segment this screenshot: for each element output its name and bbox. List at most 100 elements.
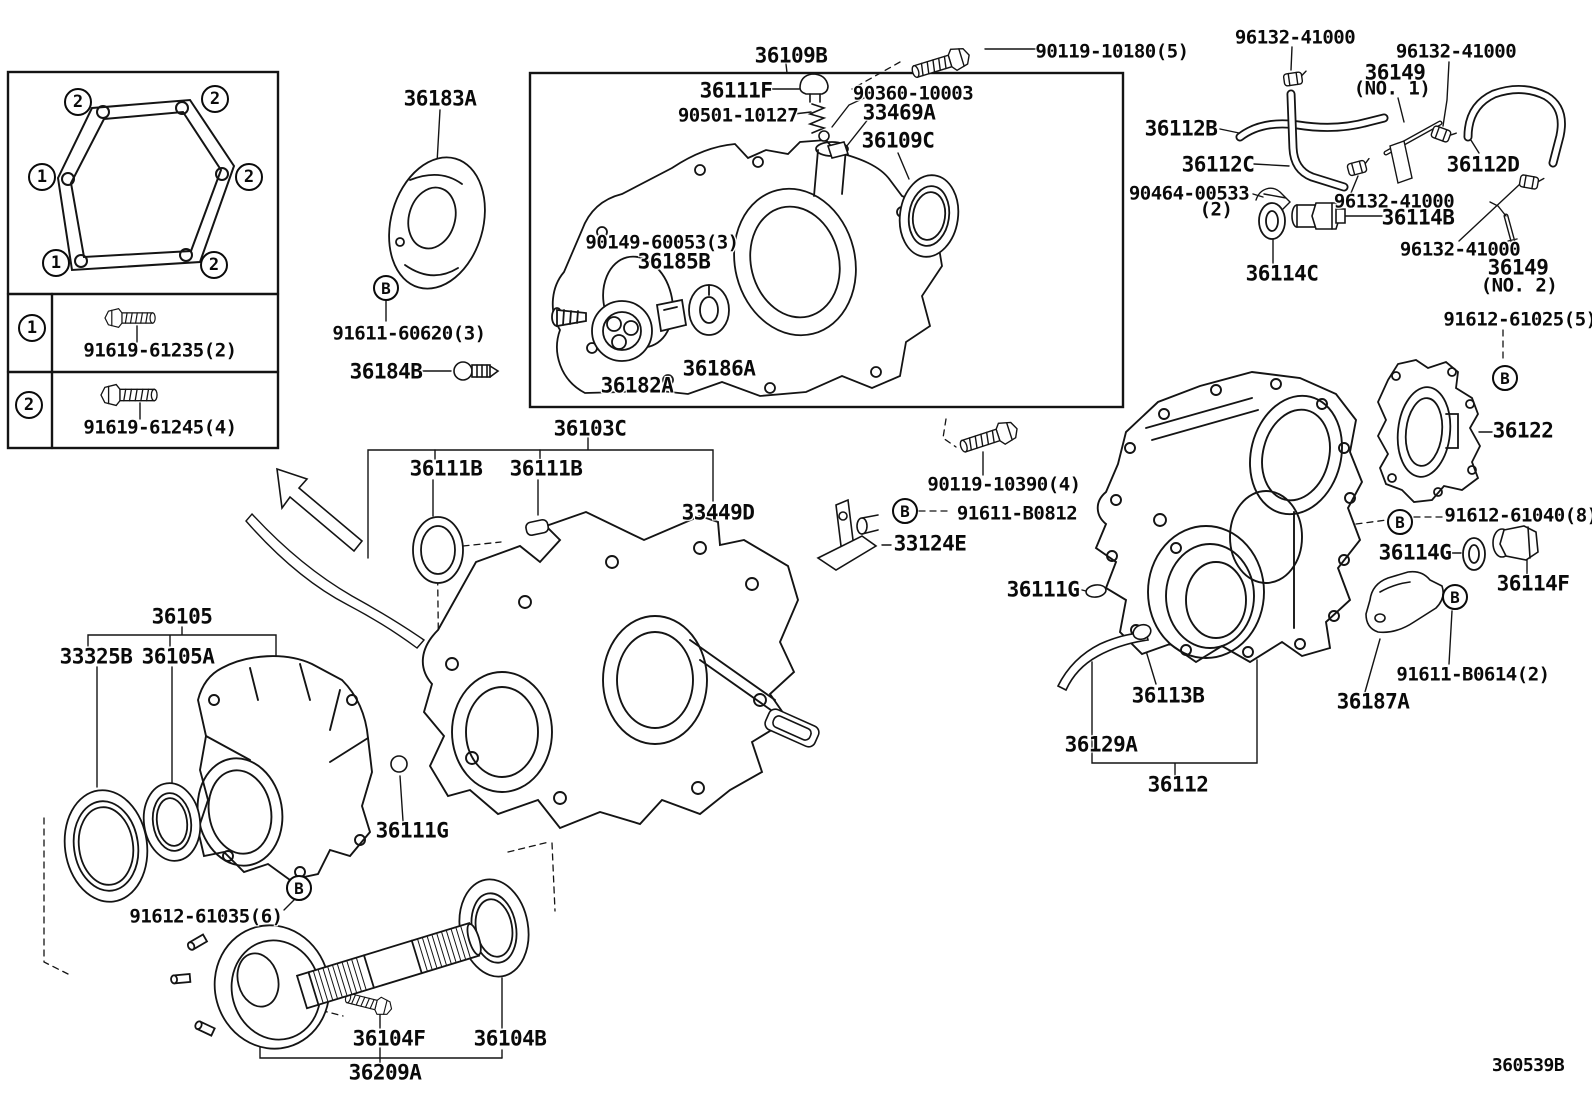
callout-b: B — [1442, 584, 1468, 610]
part-label: 36109B — [754, 43, 828, 68]
part-label: 90119-10180(5) — [1035, 40, 1189, 63]
index-badge: 2 — [200, 251, 228, 279]
part-label: 36114G — [1378, 540, 1452, 565]
callout-b: B — [373, 275, 399, 301]
bolt-90119-10390 — [956, 417, 1022, 459]
plug-36111G-2 — [390, 755, 408, 773]
part-label: 36185B — [637, 249, 711, 274]
part-label: 90119-10390(4) — [927, 473, 1081, 496]
leader-lines — [87, 46, 1528, 1065]
part-label: 96132-41000 — [1333, 190, 1455, 213]
part-label: 36187A — [1336, 689, 1410, 714]
output-shaft-drawing — [170, 921, 482, 1050]
part-label: 36183A — [403, 86, 477, 111]
plug-36111B — [525, 518, 550, 537]
part-label: 36105 — [151, 604, 213, 629]
part-label: 36149 — [1364, 60, 1426, 85]
breather-plug-36111F — [799, 73, 850, 159]
part-label: (2) — [1199, 198, 1233, 221]
part-label: 360539B — [1491, 1055, 1565, 1076]
part-label: 90464-00533 — [1128, 182, 1250, 205]
main-case-drawing — [421, 510, 800, 830]
bracket-33124E — [816, 498, 879, 571]
clamp-96132 — [1346, 157, 1373, 177]
part-label: 36184B — [349, 359, 423, 384]
part-label: 36112C — [1181, 152, 1255, 177]
seal-36109C — [898, 174, 960, 258]
part-label: 36114B — [1381, 205, 1455, 230]
part-label: 36111B — [409, 456, 483, 481]
direction-arrow — [276, 467, 364, 553]
grommet-36114C — [1258, 202, 1286, 240]
seal-36105A — [142, 782, 202, 862]
clamp-96132 — [1518, 173, 1545, 192]
index-badge: 2 — [15, 391, 43, 419]
plug-36114F — [1492, 525, 1539, 561]
part-label: 36182A — [600, 373, 674, 398]
clip-90464 — [1255, 187, 1291, 211]
part-label: 90149-60053(3) — [585, 231, 739, 254]
magnet-36113B — [1132, 623, 1152, 641]
part-label: 36103C — [553, 416, 627, 441]
seal-36111B — [412, 516, 464, 584]
part-label: 36129A — [1064, 732, 1138, 757]
pump-cover-36183A — [388, 156, 486, 290]
part-label: (NO. 2) — [1480, 274, 1558, 297]
union-36114B — [1291, 202, 1346, 230]
callout-b: B — [1387, 509, 1413, 535]
part-label: 96132-41000 — [1234, 26, 1356, 49]
part-label: 33469A — [862, 100, 936, 125]
index-badge: 2 — [64, 88, 92, 116]
part-label: 96132-41000 — [1395, 40, 1517, 63]
gasket-36129A — [1056, 631, 1149, 692]
callout-b: B — [286, 875, 312, 901]
part-label: 33449D — [681, 500, 755, 525]
callout-b: B — [1492, 365, 1518, 391]
index-badge: 2 — [201, 85, 229, 113]
part-label: 36114C — [1245, 261, 1319, 286]
index-badge: 2 — [235, 163, 263, 191]
part-label: 36122 — [1492, 418, 1554, 443]
part-label: 36209A — [348, 1060, 422, 1085]
legend-part-1: 91619-61235(2) — [83, 339, 237, 362]
part-label: 36111F — [699, 78, 773, 103]
part-label: 90501-10127 — [677, 104, 799, 127]
gasket-36122 — [1376, 359, 1482, 503]
part-label: 36105A — [141, 644, 215, 669]
index-badge: 1 — [28, 163, 56, 191]
seal-33325B — [63, 789, 149, 903]
bracket-36187A — [1365, 570, 1444, 634]
part-label: 33325B — [59, 644, 133, 669]
part-label: 91612-61035(6) — [129, 905, 283, 928]
clamp-96132 — [1282, 70, 1309, 87]
part-label: 36111G — [1006, 577, 1080, 602]
washer-36114G — [1462, 537, 1486, 571]
part-label: 91611-B0812 — [956, 502, 1078, 525]
part-label: 91612-61025(5) — [1443, 308, 1592, 331]
part-label: 36112 — [1147, 772, 1209, 797]
extension-housing-drawing — [196, 655, 373, 882]
part-label: 36104F — [352, 1026, 426, 1051]
part-label: 36113B — [1131, 683, 1205, 708]
part-label: 36111B — [509, 456, 583, 481]
part-label: 36112D — [1446, 152, 1520, 177]
index-badge: 1 — [42, 249, 70, 277]
part-label: 36112B — [1144, 116, 1218, 141]
part-label: (NO. 1) — [1353, 77, 1431, 100]
index-badge: 1 — [18, 314, 46, 342]
detail-box — [528, 71, 1125, 409]
legend-part-2: 91619-61245(4) — [83, 416, 237, 439]
part-label: 33124E — [893, 531, 967, 556]
hoses — [1235, 85, 1566, 256]
clamp-96132 — [1429, 124, 1457, 146]
part-label: 36109C — [861, 128, 935, 153]
callout-b: B — [892, 498, 918, 524]
part-label: 90360-10003 — [852, 82, 974, 105]
part-label: 91611-B0614(2) — [1396, 663, 1550, 686]
oil-pump-parts — [551, 284, 730, 362]
curved-edge — [245, 512, 426, 649]
part-label: 91611-60620(3) — [332, 322, 486, 345]
plug-36111G — [1085, 584, 1107, 598]
